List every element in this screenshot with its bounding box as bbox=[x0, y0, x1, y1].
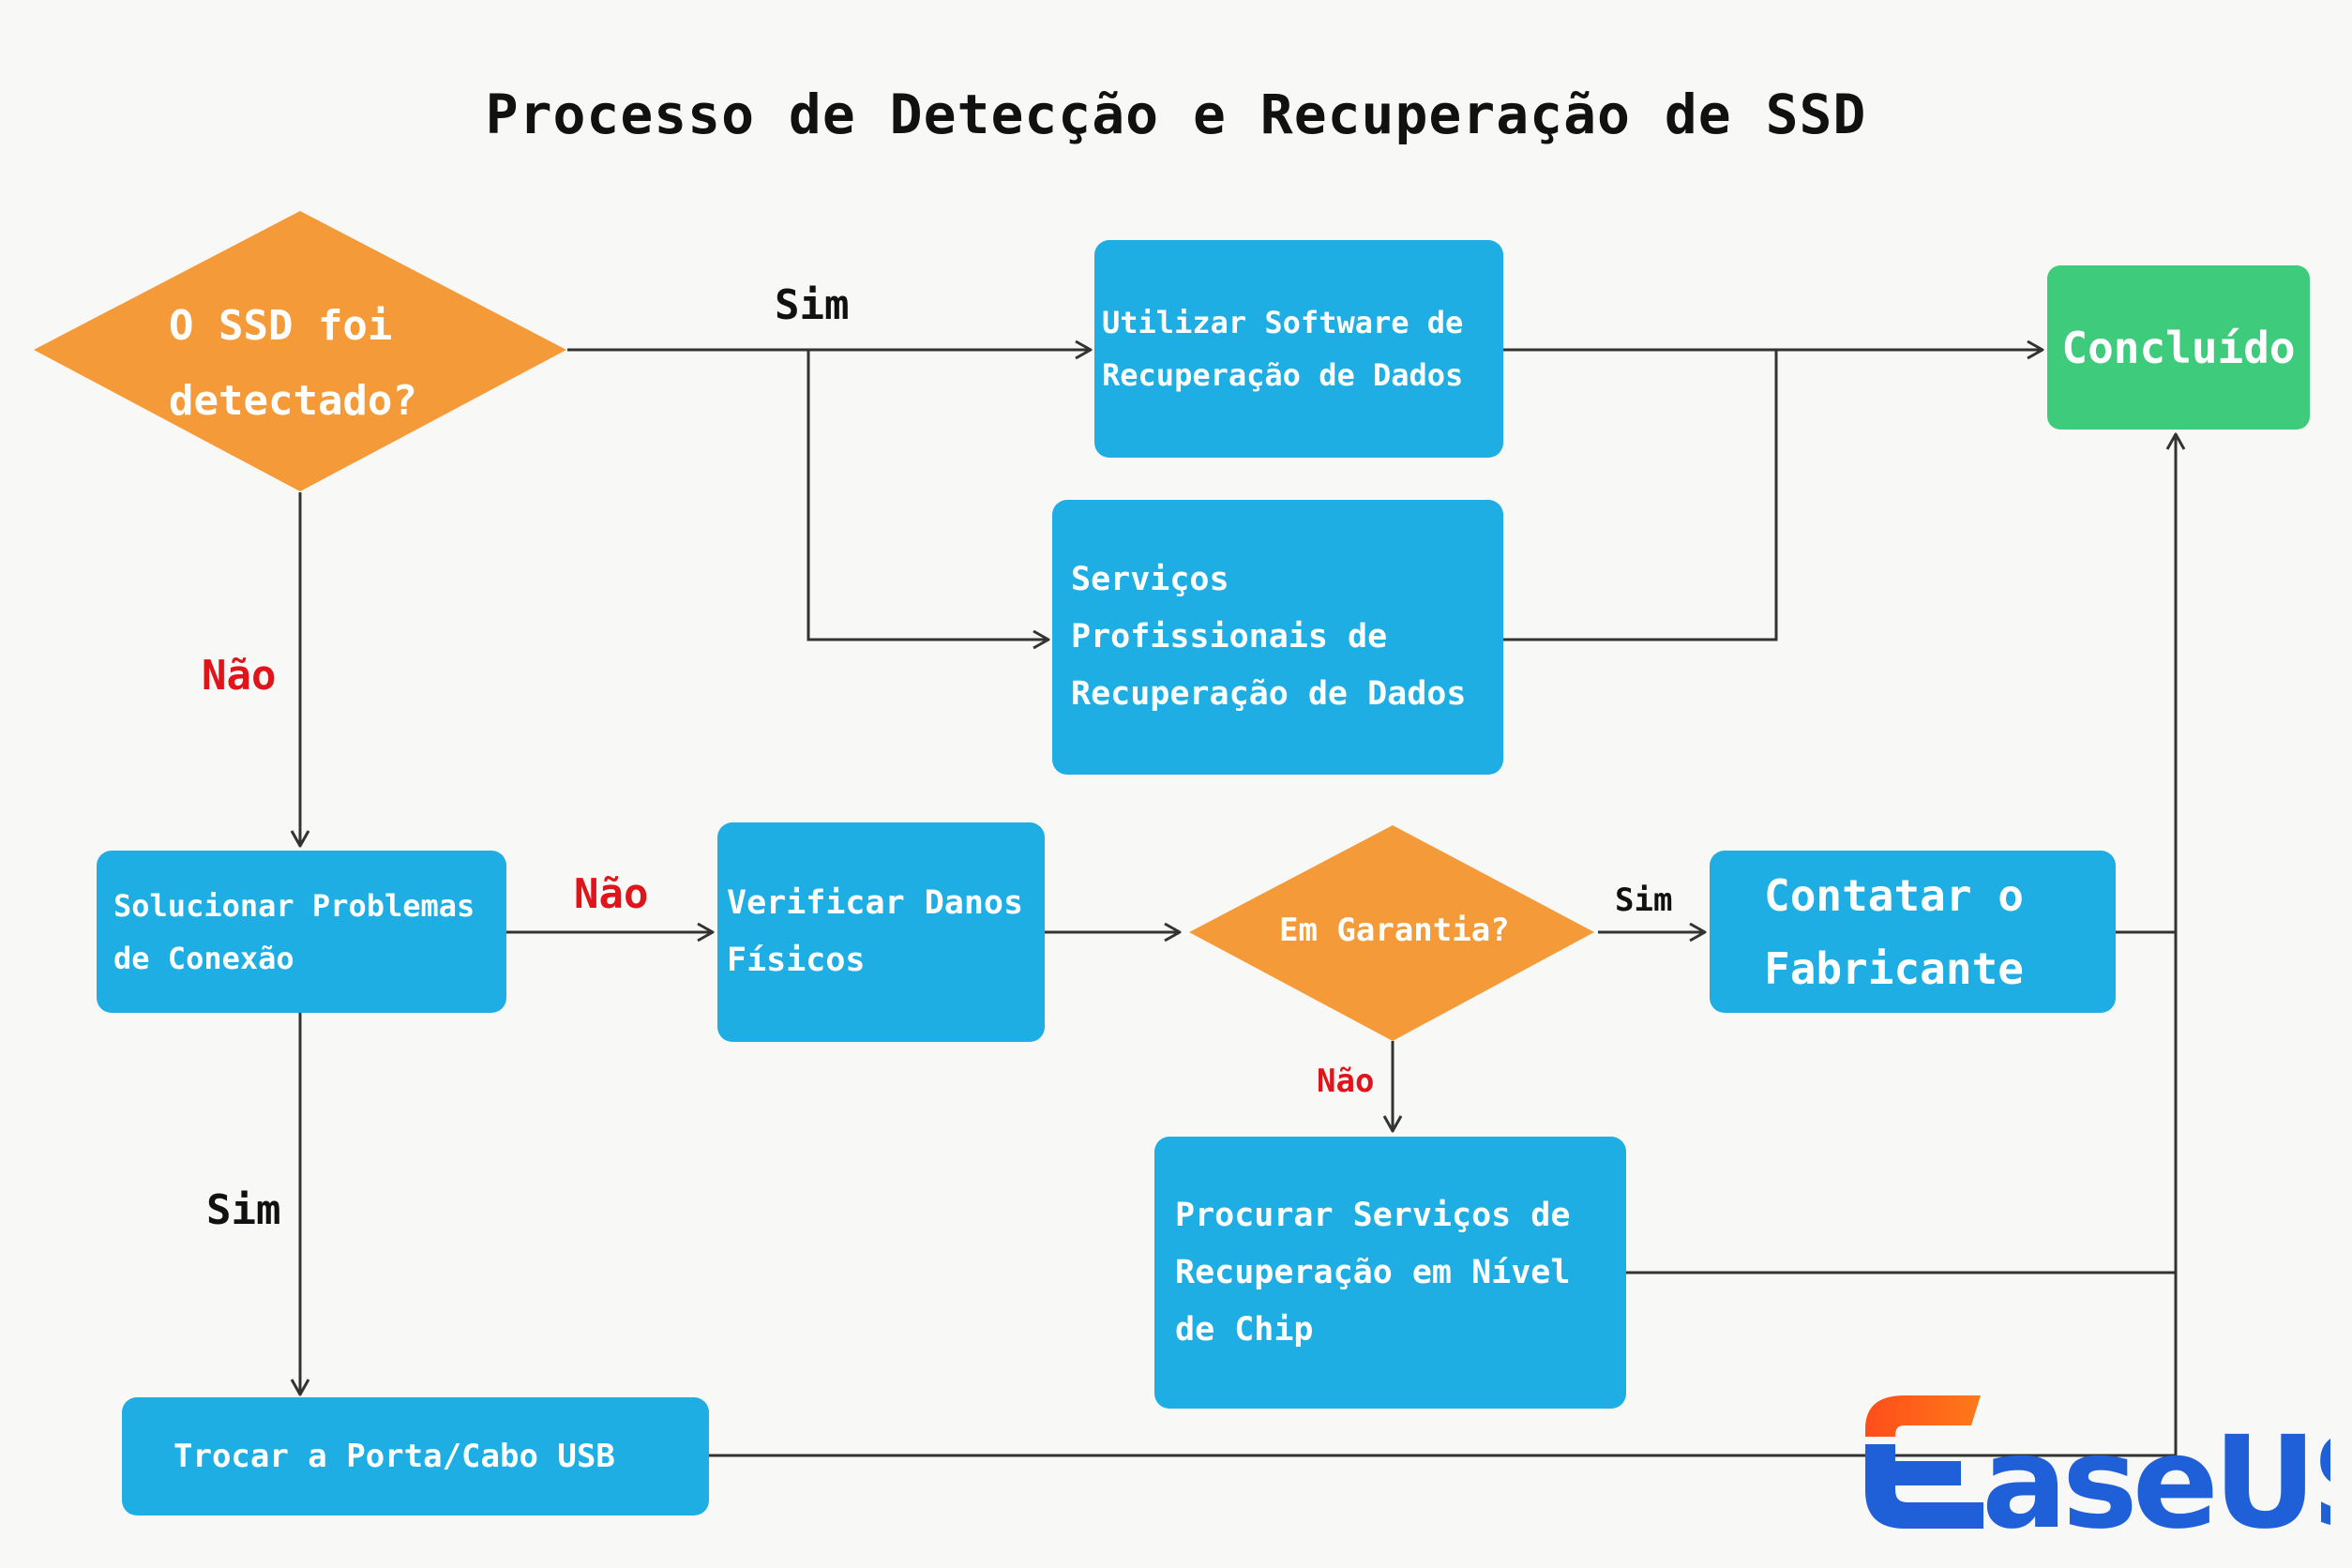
node-contact-manufacturer: Contatar o Fabricante bbox=[1710, 851, 2116, 1013]
decision-warranty-label: Em Garantia? bbox=[1279, 912, 1510, 949]
node-troubleshoot-connection: Solucionar Problemas de Conexão bbox=[97, 851, 506, 1013]
decision-detected-diamond bbox=[34, 211, 566, 491]
edge-label-warranty-yes: Sim bbox=[1615, 882, 1673, 919]
node-chip-level-recovery: Procurar Serviços de Recuperação em Níve… bbox=[1154, 1137, 1626, 1409]
page-title: Processo de Detecção e Recuperação de SS… bbox=[485, 83, 1867, 146]
node-troubleshoot-connection-label: Solucionar Problemas de Conexão bbox=[113, 887, 475, 976]
edge-label-troubleshoot-yes: Sim bbox=[206, 1186, 281, 1234]
node-professional-services-label: Serviços Profissionais de Recuperação de… bbox=[1071, 561, 1467, 713]
edge-label-warranty-no: Não bbox=[1317, 1063, 1375, 1100]
node-done-label: Concluído bbox=[2061, 322, 2296, 373]
node-chip-level-recovery-label: Procurar Serviços de Recuperação em Níve… bbox=[1175, 1196, 1571, 1349]
easeus-logo: aseUS bbox=[1865, 1395, 2330, 1536]
edge-detected-to-professional bbox=[807, 350, 1050, 650]
easeus-e-logo-icon bbox=[1865, 1395, 1983, 1529]
node-done: Concluído bbox=[2047, 265, 2310, 430]
node-recovery-software-label: Utilizar Software de Recuperação de Dado… bbox=[1102, 305, 1464, 393]
edge-label-detected-yes: Sim bbox=[775, 281, 850, 329]
node-recovery-software: Utilizar Software de Recuperação de Dado… bbox=[1094, 240, 1503, 458]
easeus-logo-text: aseUS bbox=[1982, 1410, 2330, 1536]
edge-professional-to-done bbox=[1503, 350, 1778, 641]
node-contact-manufacturer-label: Contatar o Fabricante bbox=[1764, 869, 2024, 994]
node-check-physical-damage: Verificar Danos Físicos bbox=[717, 822, 1045, 1042]
node-swap-usb-port-label: Trocar a Porta/Cabo USB bbox=[173, 1438, 615, 1475]
edge-label-troubleshoot-no: Não bbox=[574, 870, 649, 918]
edge-label-detected-no: Não bbox=[202, 652, 277, 700]
node-swap-usb-port: Trocar a Porta/Cabo USB bbox=[122, 1397, 709, 1515]
decision-warranty-diamond bbox=[1189, 825, 1594, 1041]
node-check-physical-damage-label: Verificar Danos Físicos bbox=[727, 884, 1024, 979]
node-professional-services: Serviços Profissionais de Recuperação de… bbox=[1052, 500, 1503, 775]
decision-detected-label: O SSD foi detectado? bbox=[169, 302, 417, 425]
